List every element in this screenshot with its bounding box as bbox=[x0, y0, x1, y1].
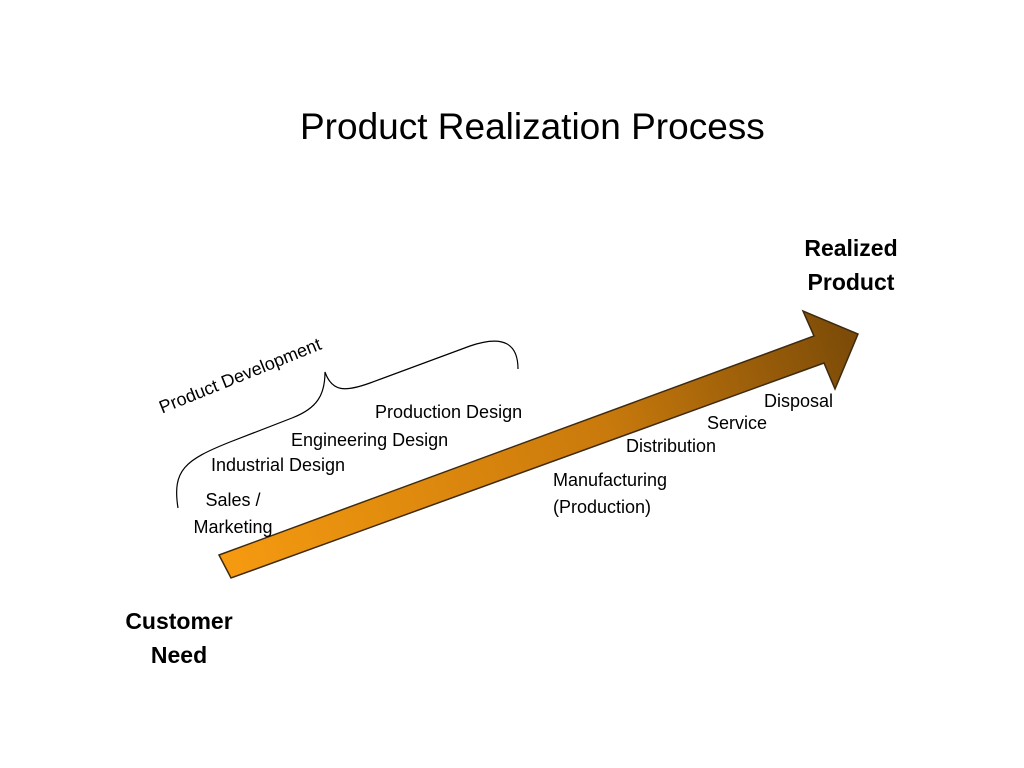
sales-line2: Marketing bbox=[193, 517, 273, 537]
process-arrow bbox=[217, 309, 859, 579]
customer-need-label: Customer Need bbox=[106, 604, 252, 672]
industrial-design-label: Industrial Design bbox=[211, 455, 346, 475]
realized-product-line1: Realized bbox=[804, 235, 898, 261]
product-development-brace bbox=[176, 340, 519, 509]
realized-product-line2: Product bbox=[807, 269, 895, 295]
disposal-label: Disposal bbox=[764, 391, 834, 411]
realized-product-label: Realized Product bbox=[784, 231, 918, 299]
customer-need-line1: Customer bbox=[125, 608, 233, 634]
service-label: Service bbox=[707, 413, 768, 433]
sales-marketing-label: Sales / Marketing bbox=[182, 487, 284, 541]
manufacturing-line2: (Production) bbox=[553, 497, 652, 517]
distribution-label: Distribution bbox=[626, 436, 717, 456]
page-title: Product Realization Process bbox=[300, 106, 765, 147]
manufacturing-label: Manufacturing (Production) bbox=[553, 467, 667, 521]
customer-need-line2: Need bbox=[150, 642, 208, 668]
manufacturing-line1: Manufacturing bbox=[553, 470, 668, 490]
engineering-design-label: Engineering Design bbox=[291, 430, 449, 450]
production-design-label: Production Design bbox=[375, 402, 523, 422]
sales-line1: Sales / bbox=[205, 490, 261, 510]
